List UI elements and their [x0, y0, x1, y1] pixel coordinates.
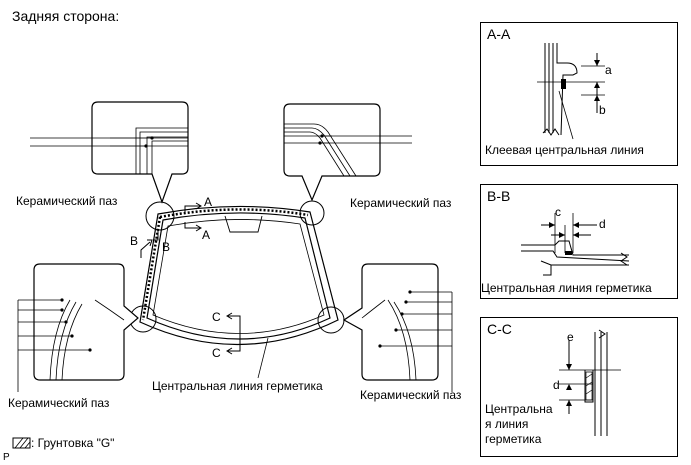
- footer-mark: P: [3, 452, 10, 463]
- callout-bottom-left: [17, 263, 139, 392]
- section-panel-cc: C-C e d Центральна я линия герметика: [480, 317, 678, 457]
- sealant-leader: [257, 337, 269, 379]
- panel-aa-title: A-A: [487, 26, 511, 42]
- section-panel-aa: A-A a b Клеевая центральная линия: [480, 22, 678, 166]
- panel-cc-dim-d: d: [553, 378, 560, 392]
- ceramic-groove-label-tl: Керамический паз: [16, 194, 118, 208]
- callout-bottom-right: [342, 263, 453, 392]
- section-mark-a-top: A: [204, 195, 213, 209]
- callout-top-right: [283, 103, 412, 202]
- primer-band: [141, 208, 309, 321]
- panel-cc-drawing: [559, 329, 621, 436]
- panel-cc-caption-3: герметика: [485, 432, 542, 446]
- ceramic-groove-label-tr: Керамический паз: [350, 196, 452, 210]
- panel-bb-dim-d: d: [599, 217, 606, 231]
- panel-bb-drawing: [521, 213, 630, 276]
- page-title: Задняя сторона:: [12, 8, 120, 24]
- panel-bb-title: B-B: [487, 188, 511, 204]
- section-mark-c-top: C: [212, 310, 221, 324]
- section-mark-b-right: B: [162, 240, 171, 254]
- section-mark-b-left: B: [130, 234, 139, 248]
- panel-cc-dim-e: e: [567, 330, 574, 344]
- panel-aa-drawing: [537, 43, 605, 140]
- primer-legend-swatch: [12, 437, 31, 449]
- callout-top-left: [30, 101, 189, 204]
- panel-aa-dim-a: a: [605, 63, 612, 77]
- panel-cc-caption-2: я линия: [485, 417, 529, 431]
- panel-aa-caption: Клеевая центральная линия: [485, 143, 644, 157]
- section-mark-a-bottom: A: [202, 228, 211, 242]
- section-panel-bb: B-B c d Центральная линия герметика: [480, 184, 678, 299]
- ceramic-groove-label-br: Керамический паз: [360, 388, 462, 402]
- panel-bb-caption: Центральная линия герметика: [481, 281, 652, 295]
- ceramic-groove-label-bl: Керамический паз: [8, 396, 110, 410]
- panel-aa-dim-b: b: [599, 103, 606, 117]
- panel-cc-title: C-C: [487, 321, 512, 337]
- sealant-centerline-label: Центральная линия герметика: [152, 379, 323, 393]
- section-mark-c-bottom: C: [212, 346, 221, 360]
- primer-legend-text: : Грунтовка "G": [31, 436, 115, 450]
- windshield-outline: [139, 205, 339, 346]
- section-arrows: [140, 202, 241, 355]
- panel-cc-caption-1: Центральна: [485, 402, 553, 416]
- panel-bb-dim-c: c: [555, 205, 561, 219]
